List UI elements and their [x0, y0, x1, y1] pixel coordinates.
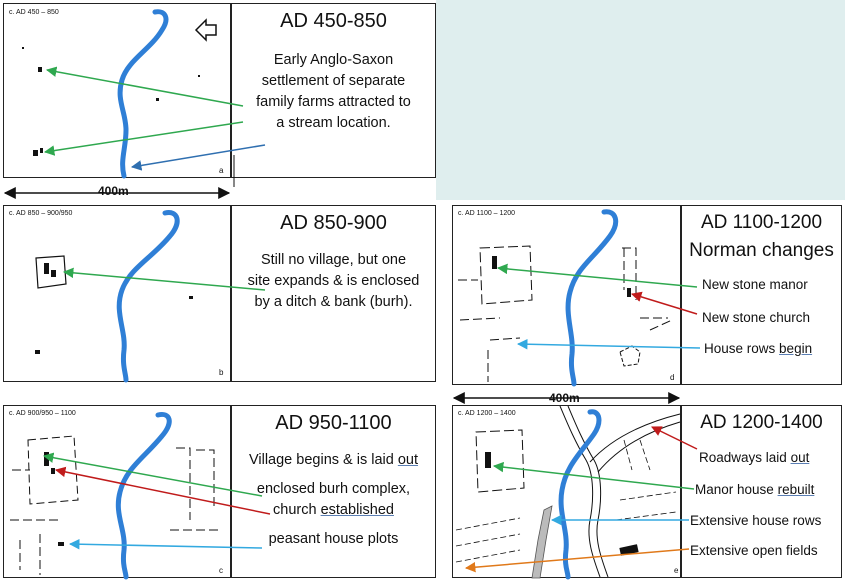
stream-c [115, 411, 172, 580]
arrow-d-cyan [516, 338, 701, 350]
stream-a [117, 9, 169, 179]
title-c: AD 950-1100 [275, 412, 392, 434]
roadway-e-2 [567, 405, 609, 578]
house-row-strip-e [531, 505, 553, 579]
manor-d [492, 256, 497, 269]
label-new-stone-church: New stone church [702, 310, 811, 325]
arrow-e-red [651, 426, 698, 450]
map-label-e: c. AD 1200 – 1400 [458, 410, 516, 417]
stream-d [565, 209, 619, 387]
building-c2 [51, 468, 55, 474]
farm-a1 [38, 67, 42, 72]
farm-a4 [156, 98, 159, 101]
church-d [627, 288, 631, 297]
map-panel-d [452, 205, 681, 385]
desc-a: Early Anglo-Saxon settlement of separate… [256, 52, 411, 132]
plots-c-right [170, 447, 218, 531]
building-b2 [51, 270, 56, 277]
burh-enclosure-b [35, 255, 67, 289]
building-c3 [58, 542, 64, 546]
arrow-c-cyan [68, 538, 263, 550]
house-outline-d [619, 345, 641, 367]
plots-c-left [10, 469, 60, 575]
stream-e [558, 409, 602, 580]
label-open-fields: Extensive open fields [690, 543, 818, 558]
map-label-c: c. AD 900/950 – 1100 [9, 410, 76, 417]
desc-c: Village begins & is laid out enclosed bu… [248, 452, 419, 548]
field-strips-e [455, 439, 677, 563]
background-tint [436, 0, 845, 200]
label-manor-house: Manor house rebuilt [695, 482, 815, 497]
label-new-stone-manor: New stone manor [702, 277, 808, 292]
manor-enclosure-d [479, 245, 533, 305]
desc-b: Still no village, but one site expands &… [247, 252, 420, 311]
north-arrow-icon [194, 18, 217, 42]
subtitle-d: Norman changes [689, 240, 834, 261]
title-d: AD 1100-1200 [700, 212, 823, 233]
arrow-d-green-1 [496, 263, 698, 288]
roadway-e-3 [589, 413, 681, 463]
farm-a5 [22, 47, 24, 49]
building-c1 [44, 452, 49, 466]
map-label-b: c. AD 850 – 900/950 [9, 210, 73, 217]
title-e: AD 1200-1400 [700, 412, 823, 433]
arrow-e-orange [464, 548, 690, 573]
roadway-e-4 [597, 421, 681, 473]
arrow-c-red [54, 466, 271, 515]
plots-d [458, 247, 673, 382]
burh-c [27, 435, 79, 505]
building-b1 [44, 263, 49, 274]
text-panel-a [231, 3, 436, 178]
map-label-a: c. AD 450 – 850 [9, 9, 59, 16]
farm-b2 [189, 296, 193, 299]
corner-label-e: e [674, 566, 679, 575]
farm-a6 [198, 75, 200, 77]
text-panel-e [681, 405, 842, 578]
text-panel-b [231, 205, 436, 382]
arrow-d-red [630, 291, 698, 315]
roadway-e-1 [559, 405, 601, 578]
farm-a2 [33, 150, 38, 156]
arrow-a-green-1 [45, 66, 244, 107]
church-e [619, 544, 639, 556]
map-label-d: c. AD 1100 – 1200 [458, 210, 516, 217]
map-panel-b [3, 205, 231, 382]
map-panel-c [3, 405, 231, 578]
corner-label-b: b [219, 368, 224, 377]
manor-e [485, 452, 491, 468]
text-panel-c [231, 405, 436, 578]
label-house-rows: Extensive house rows [690, 513, 822, 528]
title-b: AD 850-900 [280, 212, 387, 234]
stream-b [116, 210, 180, 383]
arrow-a-green-2 [43, 121, 244, 156]
arrow-a-blue [130, 144, 266, 171]
label-house-rows-begin: House rows begin [704, 341, 813, 356]
manor-enclosure-e [475, 429, 525, 493]
label-roadways: Roadways laid out [699, 450, 810, 465]
farm-b1 [35, 350, 40, 354]
arrow-c-green [42, 452, 263, 497]
text-panel-d [681, 205, 842, 385]
title-a: AD 450-850 [280, 10, 387, 32]
corner-label-c: c [219, 566, 223, 575]
corner-label-a: a [219, 166, 224, 175]
farm-a3 [40, 148, 43, 153]
corner-label-d: d [670, 373, 675, 382]
arrow-e-green [492, 461, 695, 490]
arrow-b-green [62, 267, 266, 291]
